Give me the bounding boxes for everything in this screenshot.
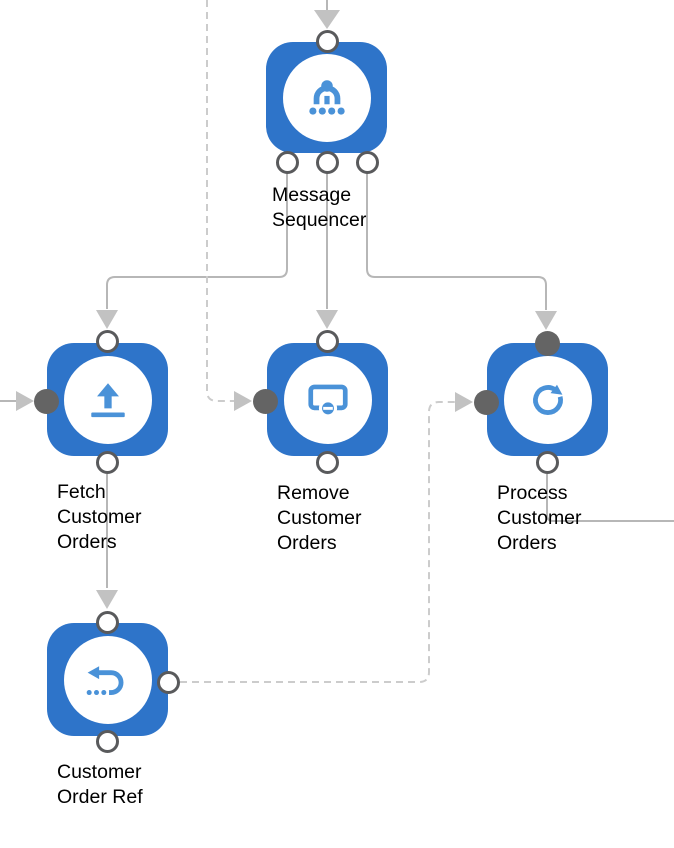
label-line: Remove	[277, 482, 350, 504]
wire	[206, 0, 234, 402]
port-message-sequencer-bottom-3[interactable]	[355, 150, 379, 174]
label-line: Customer	[57, 761, 142, 783]
connection-into-message-sequencer[interactable]	[314, 0, 340, 29]
arrowhead-icon	[96, 310, 118, 329]
label-line: Process	[497, 482, 568, 504]
port-remove-bottom[interactable]	[315, 450, 339, 474]
port-process-left[interactable]	[473, 389, 499, 415]
wire	[366, 173, 547, 310]
label-line: Orders	[497, 532, 557, 554]
refresh-icon	[532, 384, 563, 415]
port-remove-top[interactable]	[315, 329, 339, 353]
connection-fetch-to-customer-order-ref[interactable]	[96, 474, 118, 609]
node-remove-customer-orders[interactable]	[267, 343, 388, 456]
port-customer-order-ref-right[interactable]	[156, 670, 180, 694]
node-label-fetch-customer-orders: Fetch Customer Orders	[57, 480, 142, 555]
port-message-sequencer-top[interactable]	[315, 29, 339, 53]
connection-dashed-into-remove[interactable]	[206, 0, 252, 411]
wire	[546, 474, 674, 522]
node-icon-circle	[503, 355, 592, 444]
port-customer-order-ref-bottom[interactable]	[95, 729, 119, 753]
label-line: Customer	[277, 507, 362, 529]
node-customer-order-ref[interactable]	[47, 623, 168, 736]
arrowhead-icon	[455, 392, 473, 412]
connection-into-fetch-left[interactable]	[0, 391, 34, 411]
node-label-remove-customer-orders: Remove Customer Orders	[277, 481, 362, 556]
port-process-top[interactable]	[534, 330, 560, 356]
port-message-sequencer-bottom-1[interactable]	[275, 150, 299, 174]
label-line: Message	[272, 184, 352, 206]
wire	[180, 401, 455, 683]
port-remove-left[interactable]	[252, 388, 278, 414]
port-process-bottom[interactable]	[535, 450, 559, 474]
node-icon-circle	[283, 355, 372, 444]
node-icon-circle	[63, 355, 152, 444]
node-label-process-customer-orders: Process Customer Orders	[497, 481, 582, 556]
node-icon-circle	[63, 635, 152, 724]
arrowhead-icon	[535, 311, 557, 330]
label-line: Order Ref	[57, 786, 143, 808]
node-icon-circle	[282, 53, 371, 142]
label-line: Customer	[57, 506, 142, 528]
return-arrow-icon	[86, 665, 123, 695]
port-fetch-top[interactable]	[95, 329, 119, 353]
arrowhead-icon	[314, 10, 340, 29]
connection-customer-order-ref-to-process[interactable]	[180, 392, 473, 683]
port-fetch-bottom[interactable]	[95, 450, 119, 474]
remove-tray-minus-icon	[307, 384, 348, 417]
port-customer-order-ref-top[interactable]	[95, 610, 119, 634]
arrowhead-icon	[16, 391, 34, 411]
node-process-customer-orders[interactable]	[487, 343, 608, 456]
arrowhead-icon	[316, 310, 338, 329]
connection-sequencer-to-fetch[interactable]	[96, 173, 288, 329]
sequencer-icon	[308, 79, 345, 115]
connection-sequencer-to-remove[interactable]	[316, 173, 338, 329]
upload-icon	[90, 382, 125, 417]
label-line: Sequencer	[272, 209, 367, 231]
node-label-customer-order-ref: Customer Order Ref	[57, 760, 143, 810]
arrowhead-icon	[96, 590, 118, 609]
node-fetch-customer-orders[interactable]	[47, 343, 168, 456]
wire	[106, 173, 288, 309]
arrowhead-icon	[234, 391, 252, 411]
connection-process-to-offscreen-right[interactable]	[546, 474, 674, 522]
label-line: Fetch	[57, 481, 106, 503]
node-message-sequencer[interactable]	[266, 42, 387, 153]
label-line: Orders	[57, 531, 117, 553]
label-line: Orders	[277, 532, 337, 554]
port-message-sequencer-bottom-2[interactable]	[315, 150, 339, 174]
label-line: Customer	[497, 507, 582, 529]
connection-sequencer-to-process[interactable]	[366, 173, 557, 330]
port-fetch-left[interactable]	[33, 388, 59, 414]
node-label-message-sequencer: Message Sequencer	[272, 183, 366, 233]
